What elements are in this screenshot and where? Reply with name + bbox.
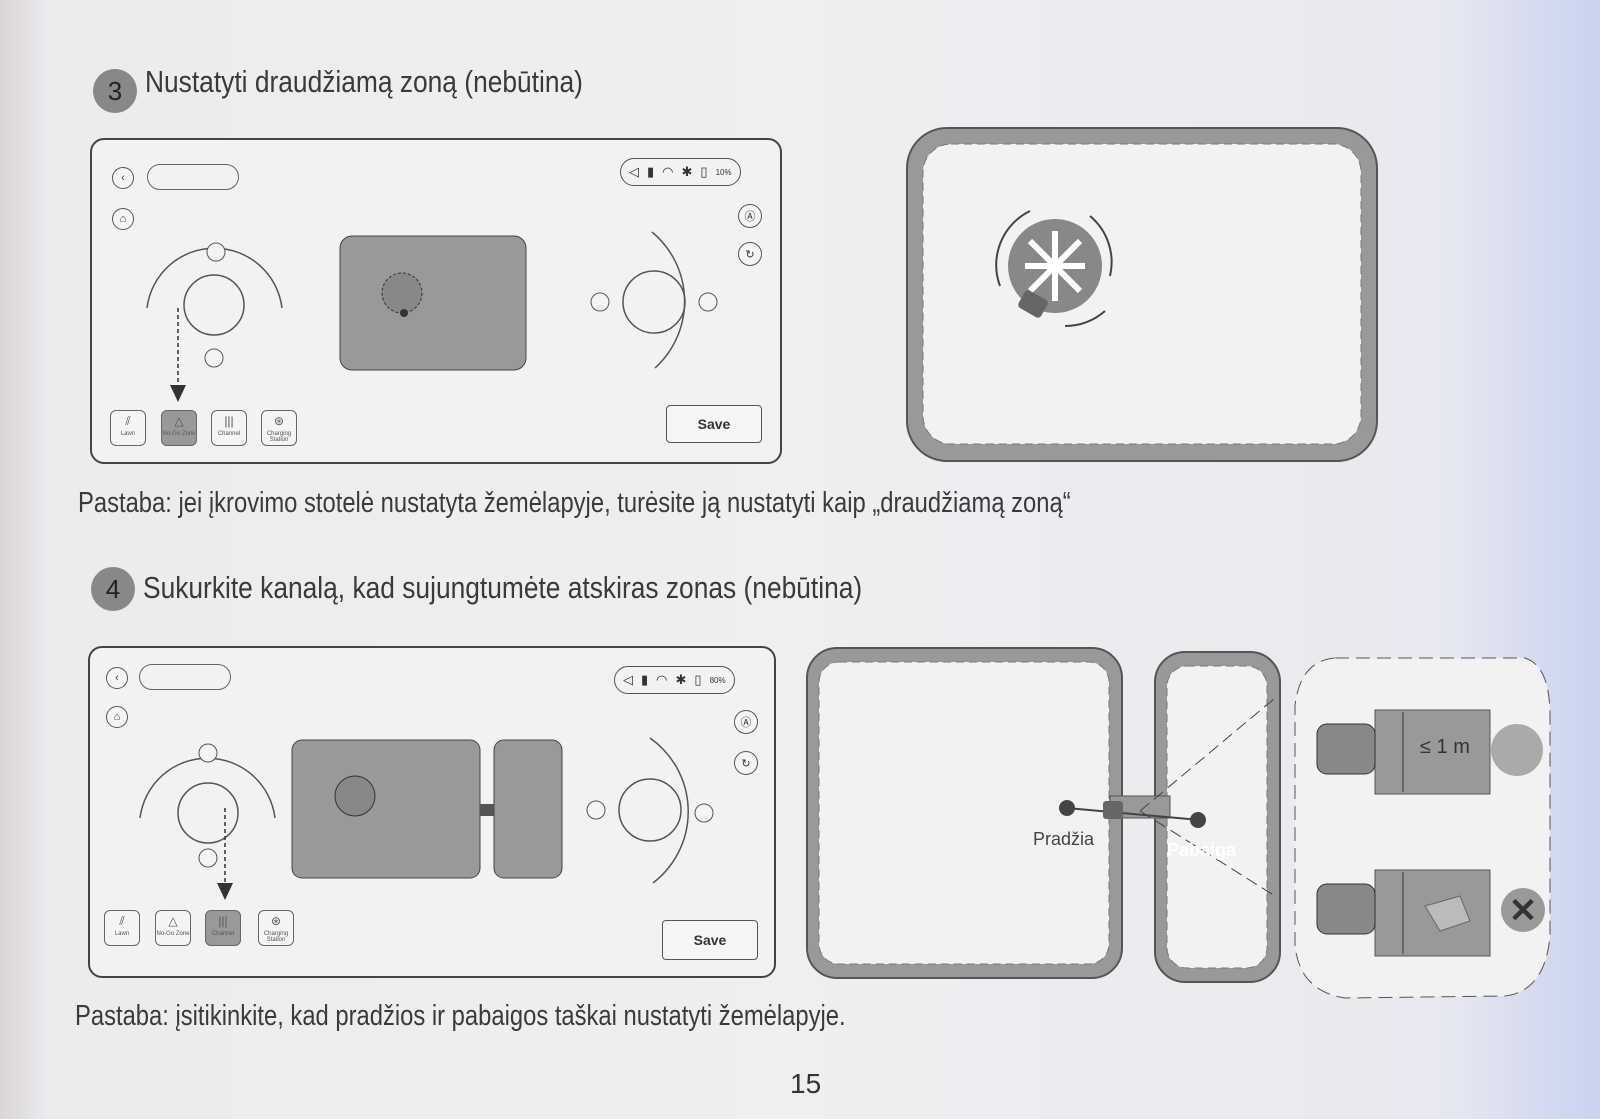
no-go-zone-diagram xyxy=(906,127,1378,462)
tool-channel[interactable]: |||Channel xyxy=(211,410,247,446)
status-bar: ◁ ▮ ◠ ✱ ▯ 10% xyxy=(620,158,741,186)
bluetooth-icon: ✱ xyxy=(681,164,693,179)
signal-icon: ▮ xyxy=(641,672,649,687)
tool-charging-station[interactable]: ⊛Charging Station xyxy=(261,410,297,446)
wifi-icon: ◠ xyxy=(662,164,674,179)
refresh-icon[interactable]: ↻ xyxy=(734,751,758,775)
location-icon: ◁ xyxy=(629,164,639,179)
map-illustration xyxy=(139,737,714,900)
not-allowed-x-icon: ✕ xyxy=(1509,892,1538,930)
battery-percent: 10% xyxy=(715,167,732,177)
step-badge-3: 3 xyxy=(93,69,137,113)
mower-icon[interactable]: ⌂ xyxy=(112,208,134,230)
page-number: 15 xyxy=(790,1068,822,1099)
section-4-note: Pastaba: įsitikinkite, kad pradžios ir p… xyxy=(75,1000,846,1032)
tool-lawn[interactable]: ⫽Lawn xyxy=(104,910,140,946)
save-button[interactable]: Save xyxy=(662,920,758,960)
section-3-note: Pastaba: jei įkrovimo stotelė nustatyta … xyxy=(78,487,1071,519)
tool-charging-station[interactable]: ⊛Charging Station xyxy=(258,910,294,946)
signal-icon: ▮ xyxy=(647,164,655,179)
map-name-field xyxy=(147,164,239,190)
app-mockup-channel: ‹ ⌂ ◁ ▮ ◠ ✱ ▯ 80% Ⓐ ↻ ⫽Lawn △No-Go Zone |||Ch… xyxy=(88,646,776,978)
channel-diagram: ✕ xyxy=(806,647,1551,999)
battery-icon: ▯ xyxy=(700,164,708,179)
section-4-title: Sukurkite kanalą, kad sujungtumėte atski… xyxy=(143,570,863,605)
section-3-title: Nustatyti draudžiamą zoną (nebūtina) xyxy=(145,64,583,99)
start-point-label: Pradžia xyxy=(1033,829,1095,849)
bluetooth-icon: ✱ xyxy=(675,672,687,687)
refresh-icon[interactable]: ↻ xyxy=(738,242,762,266)
back-icon[interactable]: ‹ xyxy=(106,667,128,689)
tool-no-go-zone[interactable]: △No-Go Zone xyxy=(161,410,197,446)
battery-percent: 80% xyxy=(709,675,726,685)
back-icon[interactable]: ‹ xyxy=(112,167,134,189)
auto-icon[interactable]: Ⓐ xyxy=(738,204,762,228)
battery-icon: ▯ xyxy=(694,672,702,687)
wifi-icon: ◠ xyxy=(656,672,668,687)
auto-icon[interactable]: Ⓐ xyxy=(734,710,758,734)
app-mockup-no-go-zone: ‹ ⌂ ◁ ▮ ◠ ✱ ▯ 10% Ⓐ ↻ ⫽Lawn △No-Go Zone |||Ch… xyxy=(90,138,782,464)
status-bar: ◁ ▮ ◠ ✱ ▯ 80% xyxy=(614,666,735,694)
end-point-label: Pabaiga xyxy=(1167,840,1237,860)
location-icon: ◁ xyxy=(623,672,633,687)
tool-lawn[interactable]: ⫽Lawn xyxy=(110,410,146,446)
tool-channel[interactable]: |||Channel xyxy=(205,910,241,946)
channel-width-label: ≤ 1 m xyxy=(1420,736,1470,758)
save-button[interactable]: Save xyxy=(666,405,762,443)
map-name-field xyxy=(139,664,231,690)
tool-no-go-zone[interactable]: △No-Go Zone xyxy=(155,910,191,946)
map-illustration xyxy=(146,231,718,402)
mower-icon[interactable]: ⌂ xyxy=(106,706,128,728)
step-badge-4: 4 xyxy=(91,567,135,611)
